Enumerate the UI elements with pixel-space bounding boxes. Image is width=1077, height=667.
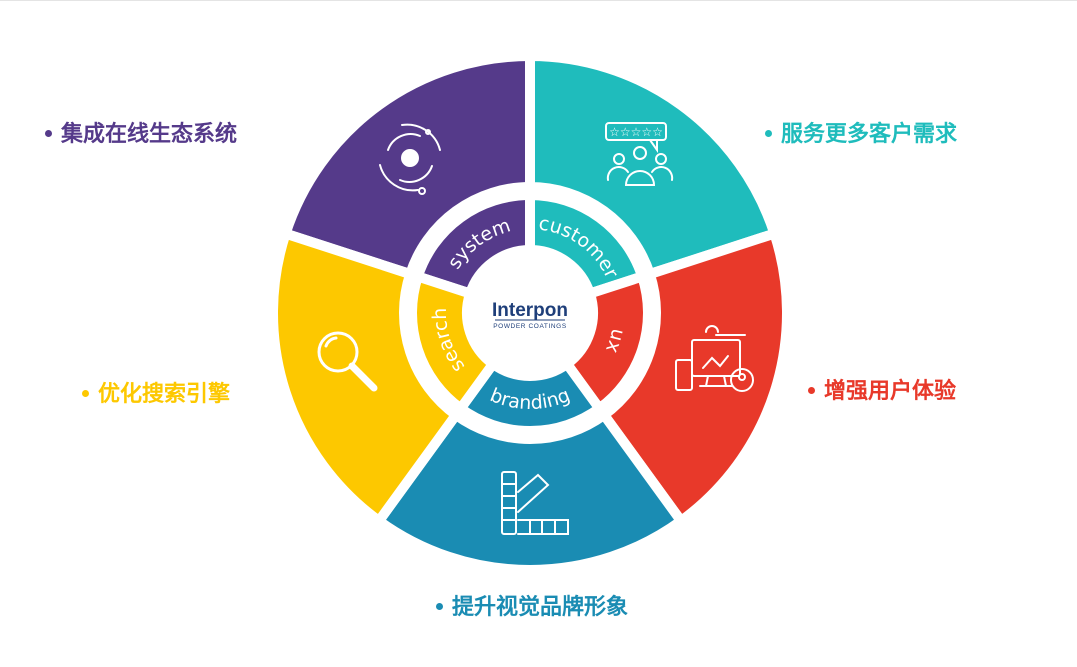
color-swatch-icon: [501, 471, 569, 535]
caption-text: 服务更多客户需求: [781, 122, 958, 147]
bullet-dot: [82, 389, 89, 397]
caption-text: 集成在线生态系统: [61, 122, 238, 147]
svg-text:POWDER COATINGS: POWDER COATINGS: [493, 323, 567, 330]
caption-search: 优化搜索引擎: [82, 381, 230, 409]
bullet-dot: [765, 129, 772, 137]
galaxy-icon: [379, 123, 441, 195]
caption-text: 增强用户体验: [824, 379, 957, 404]
outer-segment-ux: [599, 228, 792, 526]
bullet-dot: [436, 602, 443, 610]
caption-text: 提升视觉品牌形象: [452, 595, 629, 620]
caption-text: 优化搜索引擎: [98, 382, 231, 407]
bullet-dot: [808, 386, 815, 394]
caption-customer: 服务更多客户需求: [765, 121, 957, 149]
devices-user-icon: [675, 325, 754, 392]
magnifier-icon: [317, 331, 378, 392]
svg-text:☆☆☆☆☆: ☆☆☆☆☆: [609, 125, 663, 139]
top-divider: [0, 0, 1077, 1]
caption-branding: 提升视觉品牌形象: [436, 594, 628, 622]
outer-segment-customer: [525, 51, 780, 280]
inner-segment-search: [407, 271, 498, 414]
caption-ux: 增强用户体验: [808, 378, 956, 406]
customer-rating-icon: ☆☆☆☆☆: [605, 122, 674, 186]
svg-text:Interpon: Interpon: [492, 300, 568, 321]
bullet-dot: [45, 129, 52, 137]
interpon-logo: Interpon POWDER COATINGS: [492, 300, 568, 330]
caption-system: 集成在线生态系统: [45, 121, 237, 149]
outer-segment-branding: [373, 409, 687, 575]
